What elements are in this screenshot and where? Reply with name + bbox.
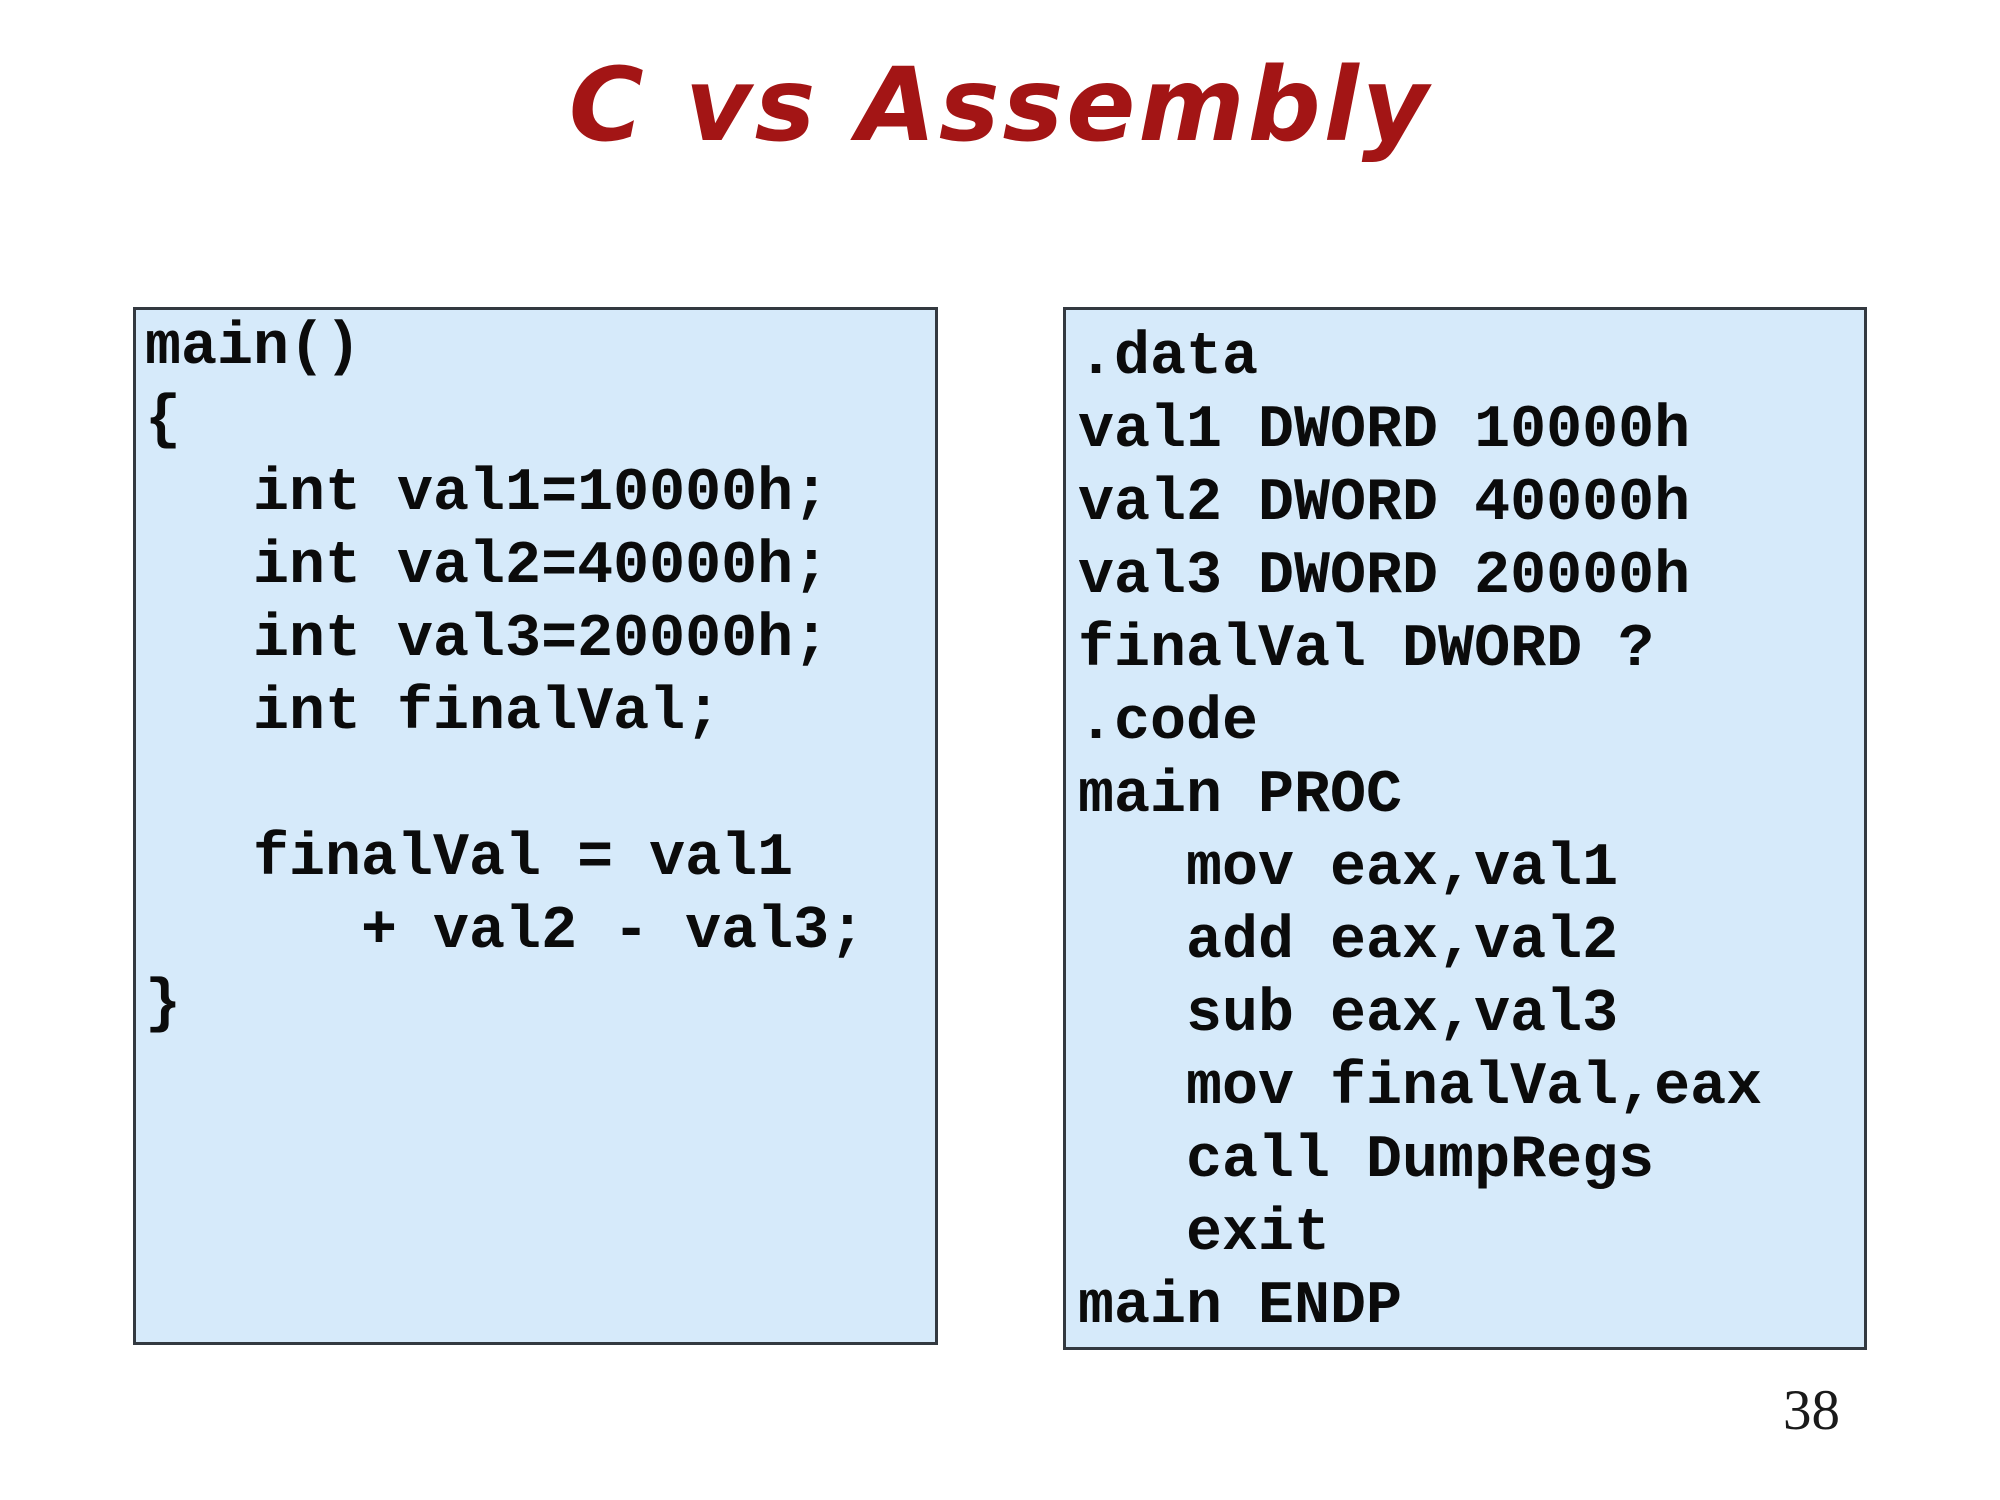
slide-title: C vs Assembly — [568, 46, 1432, 165]
c-code-box: main() { int val1=10000h; int val2=40000… — [133, 307, 938, 1345]
assembly-code-box: .data val1 DWORD 10000h val2 DWORD 40000… — [1063, 307, 1867, 1350]
page-number: 38 — [1783, 1379, 1840, 1442]
